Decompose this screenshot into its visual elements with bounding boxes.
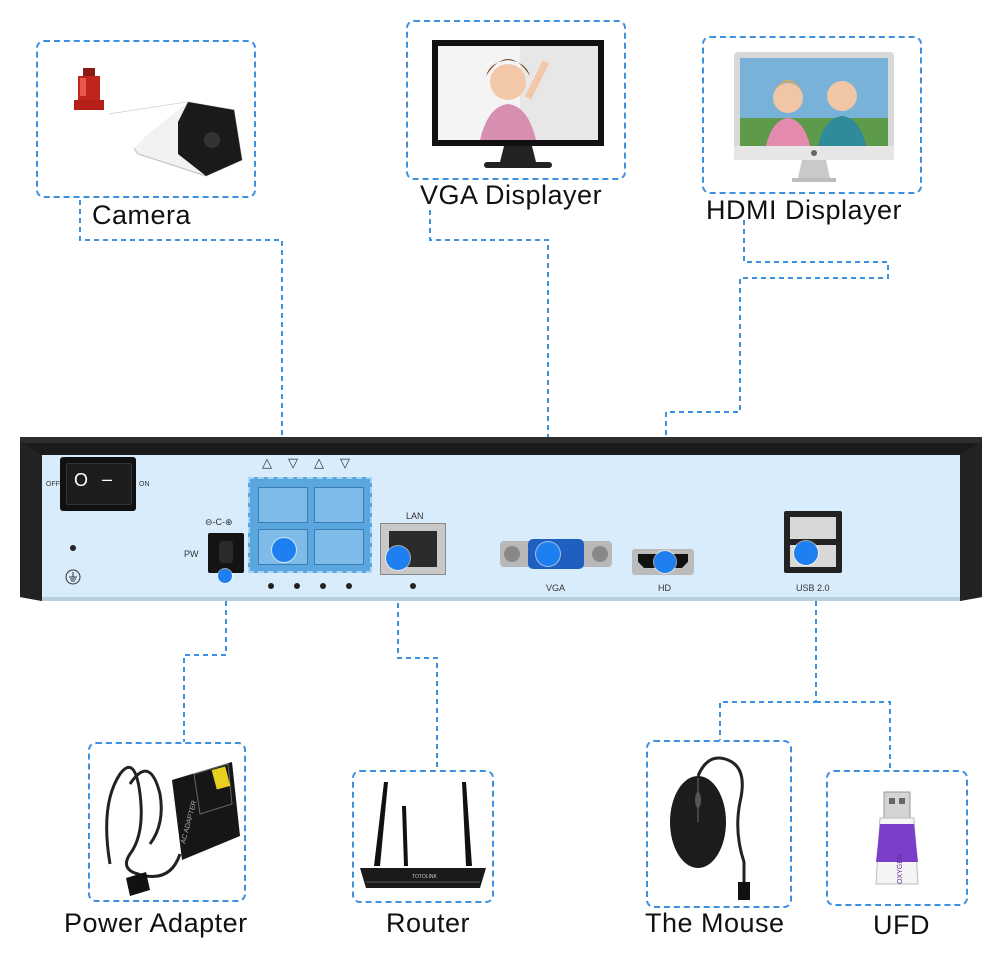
power-jack[interactable] xyxy=(208,533,244,573)
router-label: Router xyxy=(386,908,471,938)
lan-label: LAN xyxy=(406,511,424,521)
port-led xyxy=(320,583,326,589)
switch-on-symbol: – xyxy=(102,469,113,489)
usb-flash-drive-icon: OXYGEN xyxy=(875,791,919,885)
router-brand-text: TOTOLINK xyxy=(412,874,437,880)
vga-port-dot xyxy=(536,542,560,566)
vga-display-label: VGA Displayer xyxy=(420,180,603,210)
camera-icon xyxy=(74,68,243,177)
wire-power xyxy=(183,565,227,745)
router-box: TOTOLINK xyxy=(352,770,494,903)
power-switch[interactable]: O – xyxy=(60,457,136,511)
screw-hole xyxy=(70,545,76,551)
wire-usb xyxy=(719,565,891,772)
wire-camera xyxy=(79,200,283,548)
vga-label: VGA xyxy=(546,583,566,593)
switch-off-symbol: O xyxy=(74,470,89,490)
power-port-dot xyxy=(218,569,232,583)
poe-port-dot xyxy=(272,538,296,562)
power-adapter-label: Power Adapter xyxy=(64,908,248,938)
switch-on-label: ON xyxy=(139,481,150,488)
power-adapter-box: AC ADAPTER xyxy=(88,742,246,902)
wire-router xyxy=(397,558,438,772)
ground-icon xyxy=(65,569,81,585)
port-led xyxy=(268,583,274,589)
ufd-label: UFD xyxy=(873,910,930,940)
hdmi-display-label: HDMI Displayer xyxy=(706,195,903,225)
triangle-down-icon: ▽ xyxy=(288,455,298,470)
triangle-down-icon: ▽ xyxy=(340,455,350,470)
router-icon: TOTOLINK xyxy=(360,782,486,888)
mouse-icon xyxy=(670,756,750,900)
usb-port-dot xyxy=(794,541,818,565)
usb-port[interactable] xyxy=(784,511,842,573)
mouse-label: The Mouse xyxy=(645,908,785,938)
hd-label: HD xyxy=(658,583,671,593)
mouse-box xyxy=(646,740,792,908)
hdmi-port-dot xyxy=(654,551,676,573)
usb-label: USB 2.0 xyxy=(796,583,830,593)
port-led xyxy=(346,583,352,589)
port-led xyxy=(410,583,416,589)
triangle-up-icon: △ xyxy=(262,455,272,470)
hdmi-monitor-icon xyxy=(734,52,894,182)
vga-monitor-icon xyxy=(432,40,604,168)
ufd-box: OXYGEN xyxy=(826,770,968,906)
wire-vga xyxy=(429,210,549,548)
switch-off-label: OFF xyxy=(46,481,60,488)
vga-display-box xyxy=(406,20,626,180)
nvr-back-panel: O – OFF ON ⊖-C-⊕ PW △ ▽ △ ▽ LAN VGA xyxy=(20,437,982,609)
pw-label: PW xyxy=(184,549,199,559)
ufd-brand-text: OXYGEN xyxy=(897,854,904,884)
power-polarity-symbol: ⊖-C-⊕ xyxy=(205,517,233,527)
hdmi-display-box xyxy=(702,36,922,194)
wire-hdmi xyxy=(665,220,889,560)
power-adapter-icon: AC ADAPTER xyxy=(105,762,240,896)
lan-port-dot xyxy=(386,546,410,570)
camera-box xyxy=(36,40,256,198)
triangle-up-icon: △ xyxy=(314,455,324,470)
camera-label: Camera xyxy=(92,200,192,230)
port-led xyxy=(294,583,300,589)
poe-port-block[interactable] xyxy=(248,477,372,573)
